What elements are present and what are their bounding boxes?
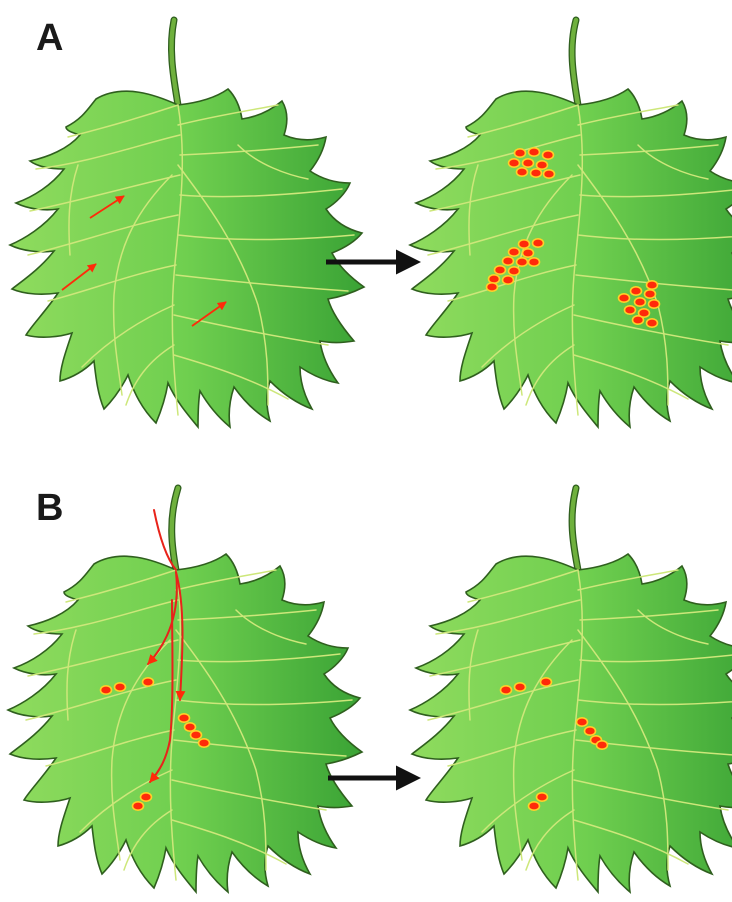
leaf-a-before [10, 20, 364, 427]
serrated-leaf-icon [8, 554, 362, 892]
leaf-b-after [410, 488, 732, 892]
serrated-leaf-icon [410, 89, 732, 427]
panel-label-b: B [36, 487, 63, 529]
panel-a [10, 20, 732, 427]
panel-b [8, 488, 732, 892]
leaf-b-before [8, 488, 362, 892]
serrated-leaf-icon [410, 554, 732, 892]
serrated-leaf-icon [10, 89, 364, 427]
panel-label-a: A [36, 17, 63, 59]
leaf-a-after [410, 20, 732, 427]
